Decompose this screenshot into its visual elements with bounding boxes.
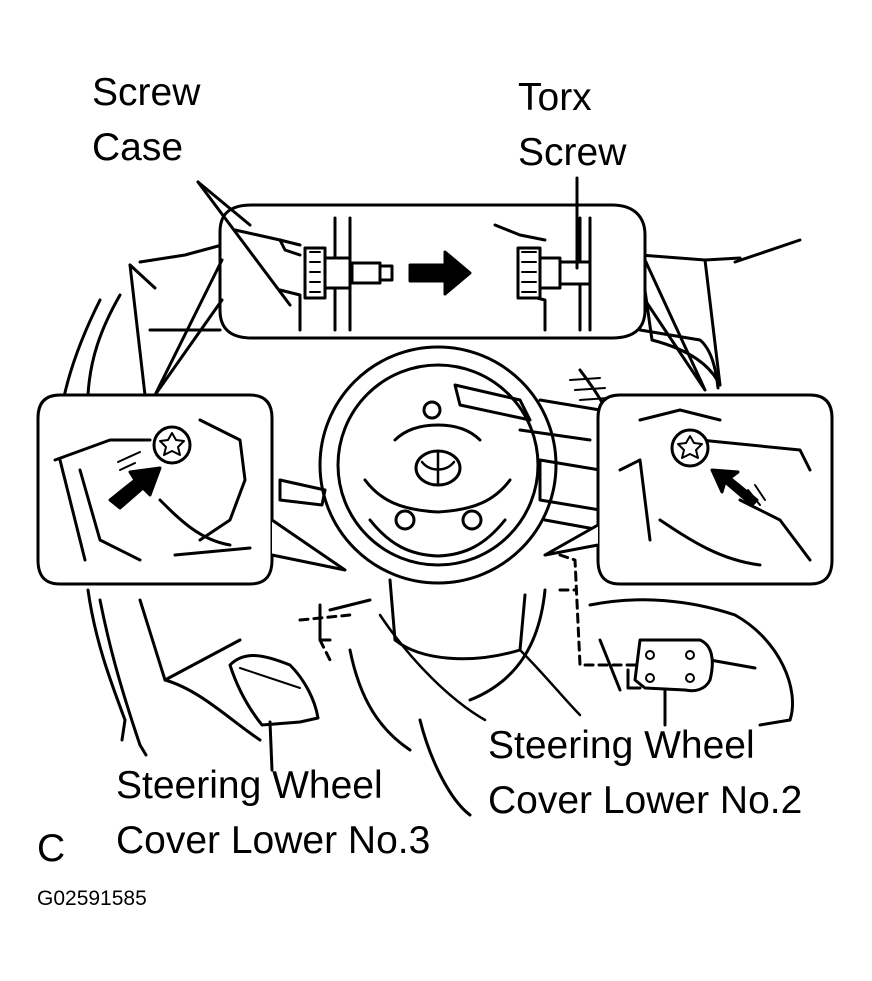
label-torx-screw-line2: Screw bbox=[518, 131, 627, 174]
label-cover-no2-line1: Steering Wheel bbox=[488, 724, 755, 767]
label-cover-no3-line1: Steering Wheel bbox=[116, 764, 383, 807]
screw-detail-panel bbox=[153, 176, 707, 397]
dashboard-outline bbox=[58, 238, 802, 817]
label-screw-case-line1: Screw bbox=[92, 71, 201, 114]
cover-lower-no3 bbox=[228, 603, 352, 772]
figure-code: G02591585 bbox=[37, 887, 147, 910]
label-cover-no3-line2: Cover Lower No.3 bbox=[116, 819, 431, 862]
label-torx-screw-line1: Torx bbox=[518, 76, 592, 119]
cover-lower-no2 bbox=[558, 553, 714, 727]
left-detail-inset bbox=[36, 393, 347, 586]
label-cover-no2-line2: Cover Lower No.2 bbox=[488, 779, 803, 822]
label-screw-case-line2: Case bbox=[92, 126, 184, 169]
view-letter: C bbox=[37, 827, 66, 870]
right-detail-inset bbox=[543, 393, 834, 586]
